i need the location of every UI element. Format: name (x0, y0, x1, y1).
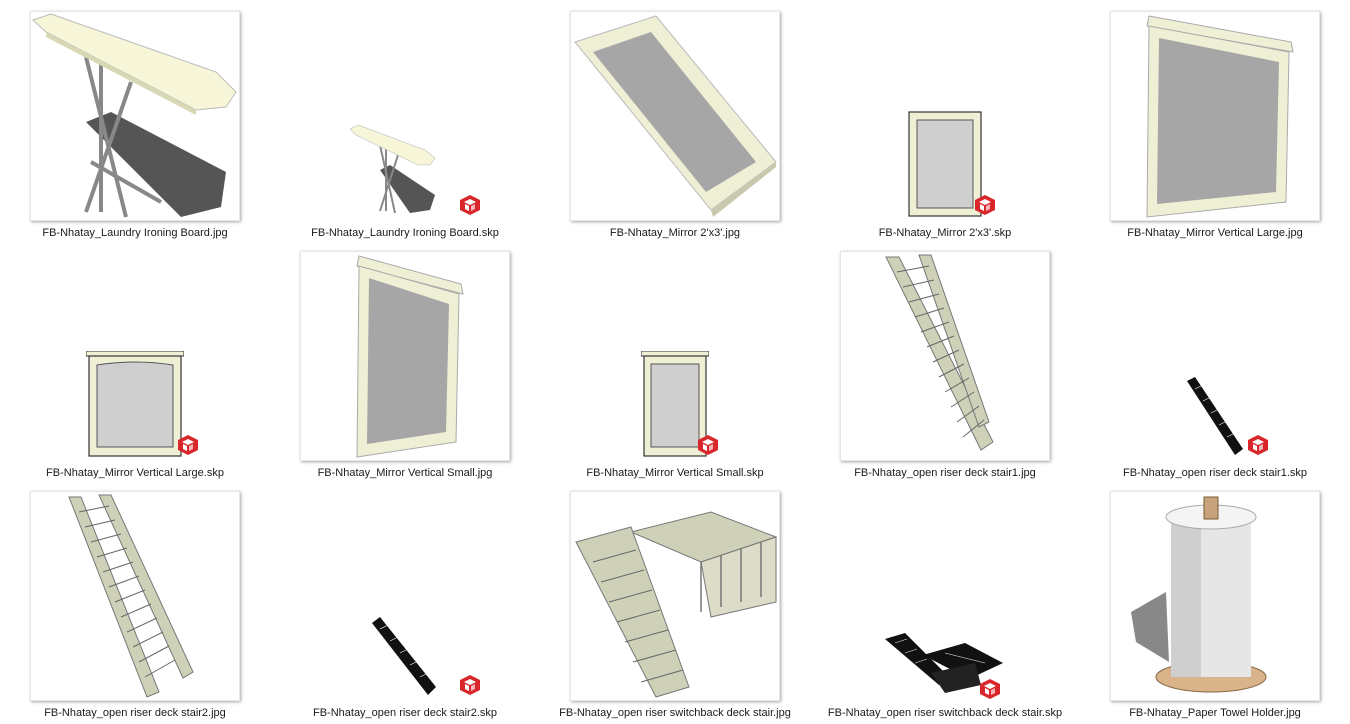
file-name: FB-Nhatay_Mirror Vertical Small.jpg (317, 467, 493, 479)
thumbnail[interactable] (270, 240, 540, 461)
ironing-board-skp-preview (300, 11, 510, 221)
file-item[interactable]: FB-Nhatay_Mirror Vertical Small.jpg (270, 240, 540, 480)
file-name: FB-Nhatay_Mirror Vertical Large.skp (46, 467, 224, 479)
file-item[interactable]: FB-Nhatay_Laundry Ironing Board.jpg (0, 0, 270, 240)
mirror-large-skp-preview (30, 251, 240, 461)
paper-towel-jpg-preview (1110, 491, 1320, 701)
file-item[interactable]: FB-Nhatay_Paper Towel Holder.jpg (1080, 480, 1350, 720)
file-item[interactable]: FB-Nhatay_Mirror 2'x3'.skp (810, 0, 1080, 240)
mirror-skp-preview (840, 11, 1050, 221)
thumbnail[interactable] (810, 0, 1080, 221)
thumbnail[interactable] (540, 480, 810, 701)
file-name: FB-Nhatay_open riser deck stair1.jpg (854, 467, 1036, 479)
sketchup-icon (460, 195, 480, 215)
thumbnail[interactable] (0, 0, 270, 221)
file-name: FB-Nhatay_Mirror Vertical Large.jpg (1127, 227, 1303, 239)
thumbnail[interactable] (540, 240, 810, 461)
thumbnail[interactable] (1080, 480, 1350, 701)
sketchup-icon (975, 195, 995, 215)
file-item[interactable]: FB-Nhatay_open riser deck stair1.jpg (810, 240, 1080, 480)
thumbnail[interactable] (270, 0, 540, 221)
thumbnail[interactable] (270, 480, 540, 701)
sketchup-icon (698, 435, 718, 455)
file-name: FB-Nhatay_Paper Towel Holder.jpg (1129, 707, 1301, 719)
stair1-skp-preview (1110, 251, 1320, 461)
mirror-small-jpg-preview (300, 251, 510, 461)
file-item[interactable]: FB-Nhatay_open riser switchback deck sta… (810, 480, 1080, 720)
file-name: FB-Nhatay_Mirror 2'x3'.skp (878, 227, 1012, 239)
file-item[interactable]: FB-Nhatay_Laundry Ironing Board.skp (270, 0, 540, 240)
thumbnail[interactable] (810, 240, 1080, 461)
stair2-jpg-preview (30, 491, 240, 701)
file-item[interactable]: FB-Nhatay_Mirror 2'x3'.jpg (540, 0, 810, 240)
mirror-large-jpg-preview (1110, 11, 1320, 221)
file-name: FB-Nhatay_Laundry Ironing Board.skp (311, 227, 499, 239)
file-item[interactable]: FB-Nhatay_Mirror Vertical Large.skp (0, 240, 270, 480)
mirror-jpg-preview (570, 11, 780, 221)
thumbnail[interactable] (0, 240, 270, 461)
sketchup-icon (1248, 435, 1268, 455)
mirror-small-skp-preview (570, 251, 780, 461)
stair1-jpg-preview (840, 251, 1050, 461)
thumbnail[interactable] (1080, 0, 1350, 221)
stair2-skp-preview (300, 491, 510, 701)
file-name: FB-Nhatay_open riser deck stair2.skp (312, 707, 498, 719)
file-item[interactable]: FB-Nhatay_open riser switchback deck sta… (540, 480, 810, 720)
file-name: FB-Nhatay_Mirror Vertical Small.skp (586, 467, 764, 479)
file-item[interactable]: FB-Nhatay_open riser deck stair2.skp (270, 480, 540, 720)
thumbnail[interactable] (810, 480, 1080, 701)
file-item[interactable]: FB-Nhatay_open riser deck stair1.skp (1080, 240, 1350, 480)
file-name: FB-Nhatay_Laundry Ironing Board.jpg (42, 227, 228, 239)
switchback-stair-jpg-preview (570, 491, 780, 701)
sketchup-icon (178, 435, 198, 455)
file-item[interactable]: FB-Nhatay_Mirror Vertical Large.jpg (1080, 0, 1350, 240)
file-name: FB-Nhatay_open riser switchback deck sta… (559, 707, 791, 719)
thumbnail[interactable] (0, 480, 270, 701)
sketchup-icon (460, 675, 480, 695)
file-item[interactable]: FB-Nhatay_Mirror Vertical Small.skp (540, 240, 810, 480)
sketchup-icon (980, 679, 1000, 699)
file-item[interactable]: FB-Nhatay_open riser deck stair2.jpg (0, 480, 270, 720)
file-name: FB-Nhatay_Mirror 2'x3'.jpg (609, 227, 741, 239)
file-name: FB-Nhatay_open riser deck stair1.skp (1122, 467, 1308, 479)
file-name: FB-Nhatay_open riser deck stair2.jpg (44, 707, 226, 719)
thumbnail[interactable] (540, 0, 810, 221)
switchback-stair-skp-preview (840, 491, 1050, 701)
ironing-board-jpg-preview (30, 11, 240, 221)
thumbnail[interactable] (1080, 240, 1350, 461)
file-name: FB-Nhatay_open riser switchback deck sta… (827, 707, 1063, 719)
